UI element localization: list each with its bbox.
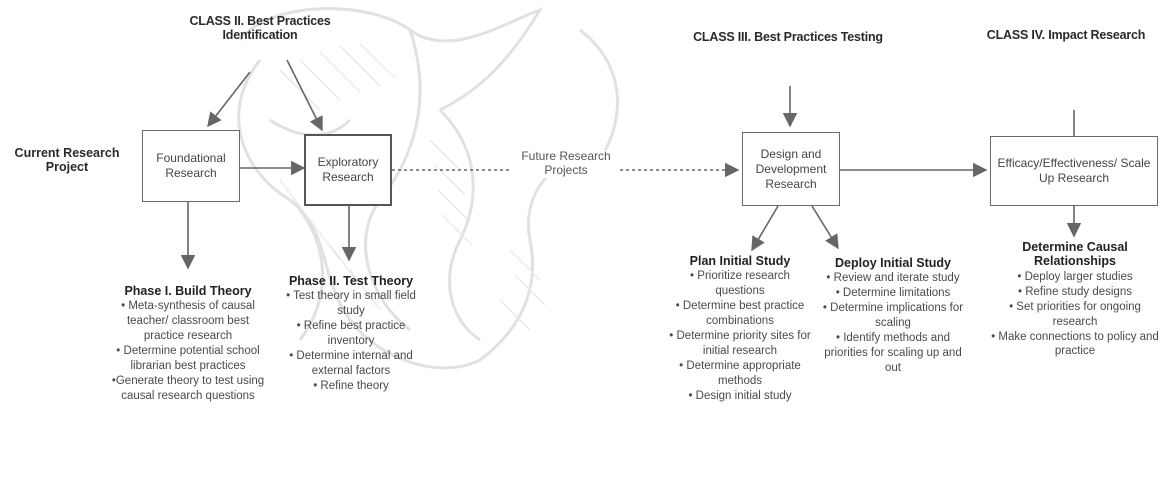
plan-study-item: • Design initial study <box>688 389 792 402</box>
phase1-block: Phase I. Build Theory • Meta-synthesis o… <box>110 284 266 404</box>
phase1-item: • Determine potential school librarian b… <box>116 345 260 373</box>
exploratory-research-box: Exploratory Research <box>304 134 392 206</box>
deploy-study-item: • Review and iterate study <box>826 272 960 285</box>
arrow-design-to-plan <box>751 205 779 252</box>
arrow-class2-to-foundational <box>207 71 251 128</box>
class3-header: CLASS III. Best Practices Testing <box>693 30 883 44</box>
current-research-label: Current Research Project <box>14 146 120 175</box>
phase2-item: • Refine theory <box>313 380 389 392</box>
causal-item: • Refine study designs <box>1018 285 1132 298</box>
design-development-box: Design and Development Research <box>742 132 840 206</box>
plan-study-item: • Determine best practice combinations <box>675 300 805 328</box>
plan-study-item: • Prioritize research questions <box>690 270 790 298</box>
causal-item: • Make connections to policy and practic… <box>991 330 1159 358</box>
deploy-study-item: • Identify methods and priorities for sc… <box>824 332 962 374</box>
causal-item: • Deploy larger studies <box>1017 270 1133 283</box>
plan-study-title: Plan Initial Study <box>689 254 791 268</box>
phase1-title: Phase I. Build Theory <box>124 284 252 298</box>
class2-header: CLASS II. Best Practices Identification <box>189 14 331 43</box>
phase2-item: • Refine best practice inventory <box>296 320 406 348</box>
foundational-research-box: Foundational Research <box>142 130 240 202</box>
causal-block: Determine Causal Relationships • Deploy … <box>990 240 1160 359</box>
deploy-study-block: Deploy Initial Study • Review and iterat… <box>822 256 964 376</box>
phase1-item: •Generate theory to test using causal re… <box>111 375 265 402</box>
plan-study-item: • Determine priority sites for initial r… <box>669 330 811 358</box>
deploy-study-item: • Determine limitations <box>835 287 951 300</box>
phase2-item: • Determine internal and external factor… <box>289 350 413 378</box>
phase2-title: Phase II. Test Theory <box>288 274 414 288</box>
arrow-design-to-deploy <box>811 205 839 250</box>
deploy-study-item: • Determine implications for scaling <box>822 302 964 330</box>
efficacy-box: Efficacy/Effectiveness/ Scale Up Researc… <box>990 136 1158 206</box>
future-research-label: Future Research Projects <box>512 149 620 178</box>
phase1-item: • Meta-synthesis of causal teacher/ clas… <box>121 300 255 343</box>
phase2-item: • Test theory in small field study <box>286 290 416 318</box>
bull-watermark <box>237 7 619 370</box>
plan-study-block: Plan Initial Study • Prioritize research… <box>668 254 812 404</box>
plan-study-item: • Determine appropriate methods <box>679 360 801 387</box>
arrow-class2-to-exploratory <box>286 59 323 132</box>
deploy-study-title: Deploy Initial Study <box>835 256 951 270</box>
causal-item: • Set priorities for ongoing research <box>1009 300 1141 328</box>
phase2-block: Phase II. Test Theory • Test theory in s… <box>278 274 424 394</box>
causal-title: Determine Causal Relationships <box>1022 240 1128 269</box>
class4-header: CLASS IV. Impact Research <box>986 28 1146 42</box>
